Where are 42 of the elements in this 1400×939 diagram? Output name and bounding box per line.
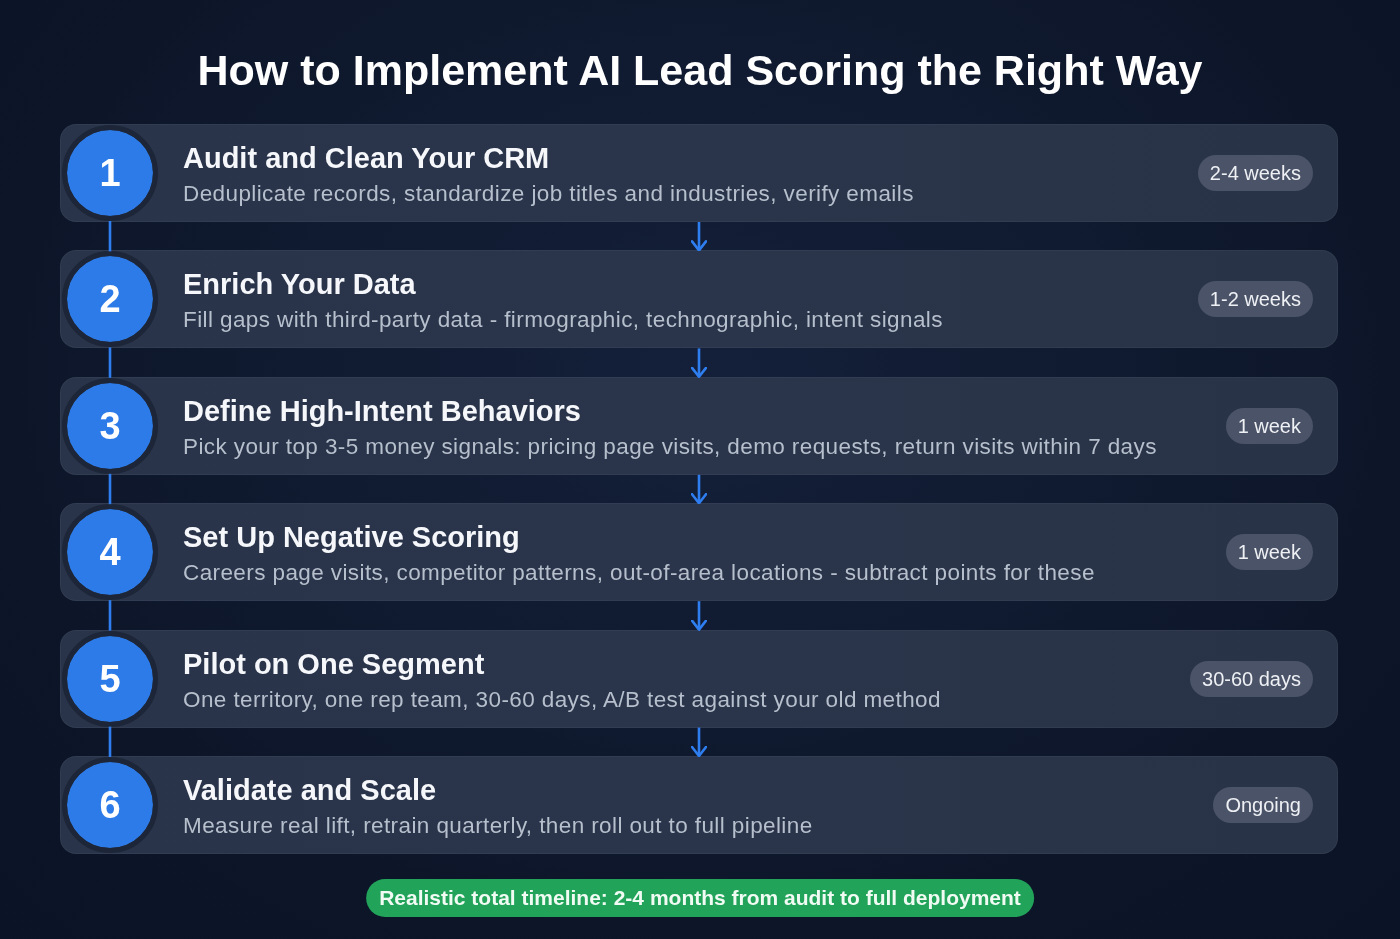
arrow xyxy=(690,474,708,505)
duration-tag: 1 week xyxy=(1225,407,1313,444)
arrow xyxy=(690,601,708,631)
duration-tag: 2-4 weeks xyxy=(1197,155,1313,191)
step-card xyxy=(60,250,1338,349)
duration-tag: Ongoing xyxy=(1213,787,1313,823)
step-title: Audit and Clean Your CRM xyxy=(183,141,550,176)
step-description: Careers page visits, competitor patterns, out-of-area locations - subtract points for these xyxy=(183,559,1095,588)
step-number-badge: 2 xyxy=(62,251,158,348)
step-number-badge: 5 xyxy=(62,630,158,727)
step-number-badge: 6 xyxy=(62,757,158,853)
step-description: One territory, one rep team, 30-60 days, A/B test against your old method xyxy=(183,685,941,714)
step-card xyxy=(60,629,1338,728)
step-card xyxy=(60,503,1338,602)
connector-line xyxy=(108,221,112,252)
step-description: Measure real lift, retrain quarterly, then roll out to full pipeline xyxy=(183,812,813,840)
step-title: Define High-Intent Behaviors xyxy=(183,393,581,429)
step-title: Pilot on One Segment xyxy=(183,646,485,682)
step-card xyxy=(60,376,1338,475)
duration-tag: 1-2 weeks xyxy=(1197,281,1313,318)
step-description: Deduplicate records, standardize job titles and industries, verify emails xyxy=(183,180,914,208)
arrow xyxy=(690,222,708,252)
step-card xyxy=(60,756,1338,854)
summary-banner: Realistic total timeline: 2-4 months from audit to full deployment xyxy=(366,879,1034,917)
connector-line xyxy=(108,726,112,757)
arrow xyxy=(690,348,708,379)
step-card xyxy=(60,124,1338,222)
title: How to Implement AI Lead Scoring the Right Way xyxy=(196,45,1204,96)
step-number-badge: 3 xyxy=(62,377,158,474)
duration-tag: 1 week xyxy=(1225,534,1313,571)
step-number-badge: 4 xyxy=(62,504,158,601)
arrow xyxy=(690,727,708,758)
connector-line xyxy=(108,347,112,378)
duration-tag: 30-60 days xyxy=(1190,660,1313,697)
step-description: Pick your top 3-5 money signals: pricing page visits, demo requests, return visits within 7 days xyxy=(183,432,1157,461)
connector-line xyxy=(108,473,112,505)
step-title: Enrich Your Data xyxy=(183,267,416,303)
step-number-badge: 1 xyxy=(62,125,158,221)
step-title: Validate and Scale xyxy=(183,773,437,808)
connector-line xyxy=(108,600,112,631)
step-description: Fill gaps with third-party data - firmographic, technographic, intent signals xyxy=(183,306,943,335)
step-title: Set Up Negative Scoring xyxy=(183,520,520,556)
